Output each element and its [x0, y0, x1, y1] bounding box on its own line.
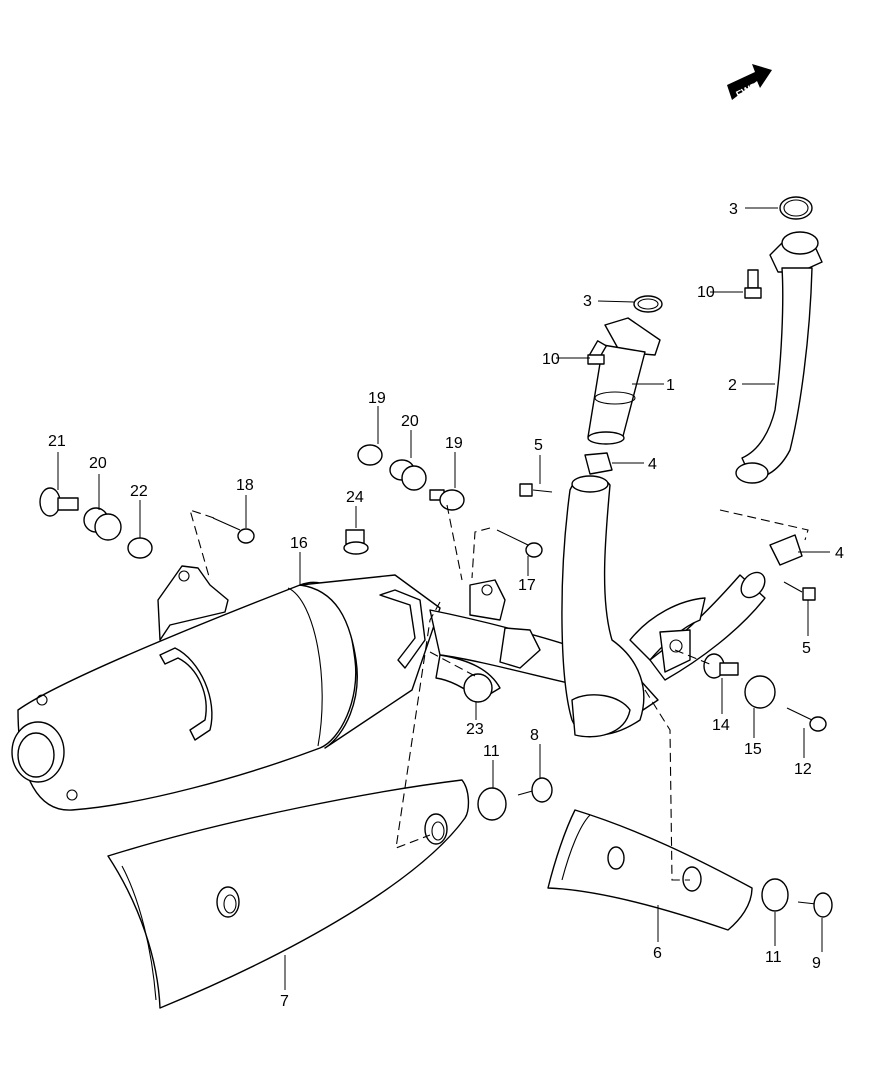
part-20-bushing-upper	[389, 459, 427, 491]
part-11-grommet-right	[761, 878, 789, 912]
muffler-bracket	[157, 565, 229, 641]
part-2-exhaust-pipe-rear	[735, 231, 823, 484]
part-18-washer	[357, 444, 383, 466]
callout-18: 19	[368, 390, 386, 407]
callout-5-upper: 5	[534, 437, 543, 454]
part-4-connector-upper	[584, 452, 613, 475]
callout-6: 10	[697, 284, 715, 301]
part-22-washer	[127, 537, 153, 559]
callout-10-left: 8	[530, 727, 539, 744]
assembly-dashed-lines	[189, 504, 809, 881]
callout-11-right: 11	[765, 949, 782, 966]
part-4-connector-lower	[769, 534, 803, 566]
callout-7: 10	[542, 351, 560, 368]
callout-leader-lines	[57, 207, 830, 990]
part-14-bushing	[744, 675, 776, 709]
part-5-bolt-upper	[519, 483, 553, 497]
part-8-heat-shield-small	[547, 809, 753, 931]
callout-20-left: 20	[89, 455, 107, 472]
part-23-grommet	[463, 673, 493, 703]
part-9-heat-shield	[107, 779, 470, 1009]
callout-3-upper: 3	[729, 201, 738, 218]
callout-23: 23	[466, 721, 484, 738]
callout-17: 18	[236, 477, 254, 494]
callout-2: 2	[728, 377, 737, 394]
part-10-bolt-left	[517, 777, 553, 803]
part-7-bolt	[586, 340, 608, 365]
part-12-bolt	[786, 707, 827, 732]
callout-3-lower: 3	[583, 293, 592, 310]
callout-4-upper: 4	[648, 456, 657, 473]
part-11-grommet-left	[477, 787, 507, 821]
callout-16: 17	[518, 577, 536, 594]
callout-13: 14	[712, 717, 730, 734]
rear-pipe-lower	[629, 571, 766, 681]
part-21-collar	[39, 487, 79, 517]
callout-14: 15	[744, 741, 762, 758]
callout-10-right: 9	[812, 955, 821, 972]
callout-21: 21	[48, 433, 66, 450]
callout-9: 7	[280, 993, 289, 1010]
part-20-bushing-lower	[83, 507, 122, 541]
callout-19-number: 19	[445, 435, 463, 452]
callout-15: 16	[290, 535, 308, 552]
part-16-bolt	[496, 529, 543, 558]
callout-12: 12	[794, 761, 812, 778]
exhaust-pipe-lower-bend	[561, 475, 645, 738]
fwd-arrow-icon: FWD	[727, 64, 772, 101]
part-1-exhaust-pipe-front	[587, 317, 661, 445]
callout-20-mid: 20	[401, 413, 419, 430]
callout-8: 6	[653, 945, 662, 962]
part-19-collar	[429, 489, 465, 511]
part-10-bolt-right	[797, 892, 833, 918]
part-17-bolt	[212, 517, 255, 544]
part-5-bolt-lower	[783, 581, 816, 601]
callout-24: 24	[346, 489, 364, 506]
part-13-collar	[703, 653, 739, 679]
callout-22: 22	[130, 483, 148, 500]
part-6-bolt	[744, 269, 762, 299]
part-15-muffler	[11, 574, 441, 811]
callout-labels: 3 3 10 10 1 2 4 4 5 5 21 20 22 18 16 19 …	[48, 201, 844, 1010]
callout-11-left: 11	[483, 743, 500, 760]
callout-4-lower: 4	[835, 545, 844, 562]
callout-1: 1	[666, 377, 675, 394]
part-24-plug	[343, 529, 369, 555]
callout-5-lower: 5	[802, 640, 811, 657]
